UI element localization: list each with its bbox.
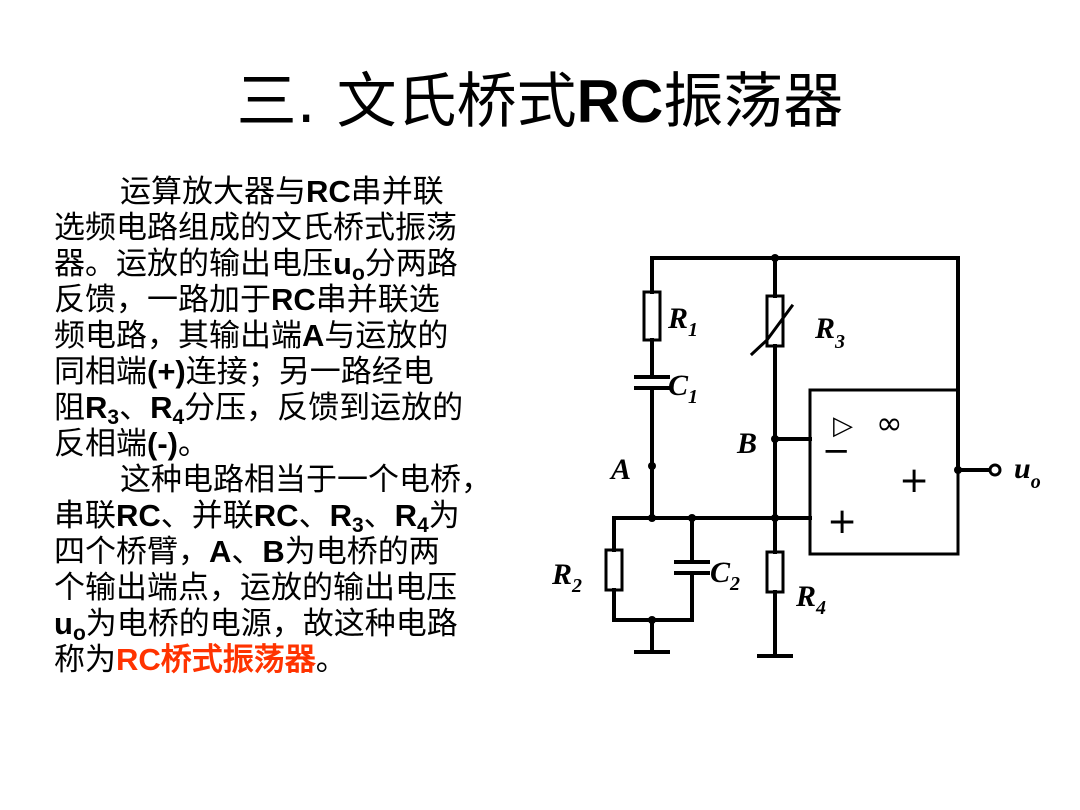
para2-line3: 四个桥臂，A、B为电桥的两 — [54, 534, 440, 570]
title-suffix: 振荡器 — [663, 67, 844, 137]
opamp-noninverting-sign: + — [827, 501, 857, 542]
junction-top — [771, 254, 779, 262]
para2-line4: 个输出端点，运放的输出电压 — [54, 570, 457, 606]
para1-line5: 频电路，其输出端A与运放的 — [54, 318, 449, 354]
rc-highlight: RC — [116, 642, 161, 677]
opamp-triangle: ▷ — [833, 411, 853, 441]
label-c2: C2 — [710, 556, 740, 595]
para1-line8: 反相端(-)。 — [54, 426, 209, 462]
thermistor-r3-arrow — [749, 303, 795, 357]
junction-a-low — [648, 514, 656, 522]
para2-line6: 称为RC桥式振荡器。 — [54, 642, 347, 678]
para1-line4: 反馈，一路加于RC串并联选 — [54, 282, 440, 318]
label-c1: C1 — [668, 369, 698, 408]
para1-line6: 同相端(+)连接；另一路经电 — [54, 354, 434, 390]
junction-c2 — [688, 514, 696, 522]
output-terminal — [988, 463, 1002, 477]
junction-ground — [648, 616, 656, 624]
para2-line2: 串联RC、并联RC、R3、R4为 — [54, 498, 460, 537]
resistor-r4 — [765, 550, 785, 594]
oscillator-highlight: 桥式振荡器 — [160, 642, 316, 678]
label-r1: R1 — [667, 302, 698, 341]
opamp-inverting-sign: − — [822, 431, 851, 471]
para1-line3: 器。运放的输出电压uo分两路 — [54, 246, 458, 285]
label-r3: R3 — [814, 312, 845, 353]
junction-crossing — [771, 514, 779, 522]
resistor-r1 — [642, 290, 662, 342]
junction-output — [954, 466, 962, 474]
title-prefix: 三. — [236, 67, 316, 137]
junction-a — [648, 462, 656, 470]
label-node-b: B — [736, 427, 757, 460]
para2-line1: 这种电路相当于一个电桥， — [120, 462, 492, 498]
junction-b — [771, 435, 779, 443]
title-code: RC — [576, 68, 664, 135]
label-node-a: A — [609, 453, 631, 486]
para2-line5: uo为电桥的电源，故这种电路 — [54, 606, 458, 645]
body-text: 运算放大器与RC串并联 选频电路组成的文氏桥式振荡 器。运放的输出电压uo分两路… — [54, 174, 544, 678]
label-r2: R2 — [551, 558, 582, 597]
resistor-r2 — [604, 548, 624, 592]
para1-line2: 选频电路组成的文氏桥式振荡 — [54, 210, 457, 246]
opamp-output-sign: + — [899, 460, 929, 501]
para1-line1: 运算放大器与RC串并联 — [120, 174, 444, 210]
label-output-uo: uo — [1014, 452, 1041, 493]
opamp-infinity: ∞ — [876, 404, 903, 442]
para1-line7: 阻R3、R4分压，反馈到运放的 — [54, 390, 464, 429]
title-main: 文氏桥式 — [336, 67, 577, 137]
page-title: 三. 文氏桥式RC振荡器 — [0, 62, 1080, 142]
label-r4: R4 — [795, 580, 826, 619]
